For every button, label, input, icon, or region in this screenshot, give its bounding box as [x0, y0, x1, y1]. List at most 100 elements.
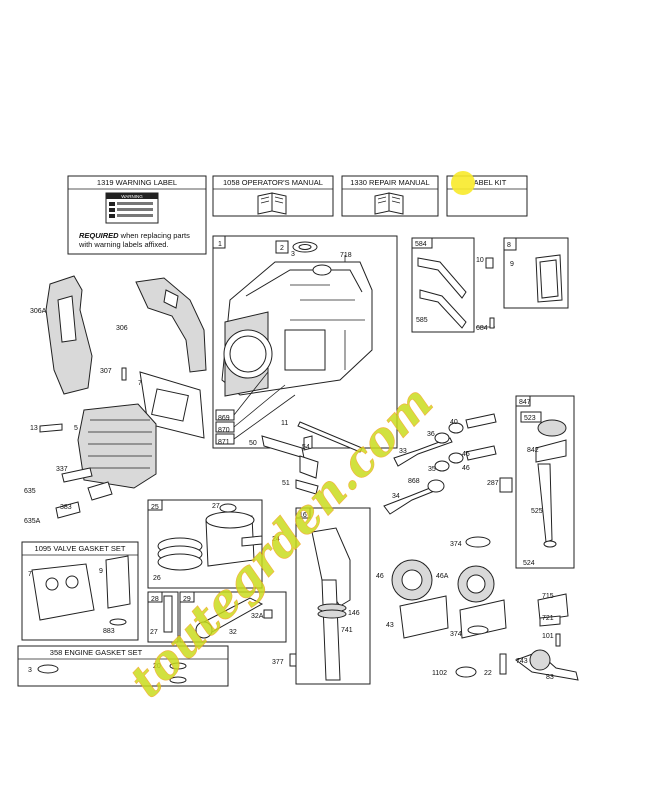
- callout: 20: [153, 663, 161, 670]
- required-bold: REQUIRED: [79, 231, 119, 240]
- callout: 306A: [30, 308, 47, 315]
- callout: 51: [282, 480, 290, 487]
- callout-labels: 1 2 3 718 584 585 684 10 8 9 306A 306 30…: [24, 241, 554, 681]
- callout: 1: [218, 241, 222, 248]
- operators-manual-title: 1058 OPERATOR'S MANUAL: [223, 178, 323, 187]
- callout: 842: [527, 447, 539, 454]
- callout: 29: [183, 596, 191, 603]
- callout: 1102: [432, 670, 447, 677]
- callout: 374: [450, 631, 462, 638]
- valve-gasket-set-title: 1095 VALVE GASKET SET: [35, 544, 126, 553]
- warning-sticker-heading: WARNING: [121, 194, 143, 199]
- callout: 871: [218, 439, 230, 446]
- callout: 525: [531, 508, 543, 515]
- callout: 684: [476, 325, 488, 332]
- callout: 28: [151, 596, 159, 603]
- valve-parts: [383, 413, 513, 515]
- callout: 635: [24, 488, 36, 495]
- callout: 715: [542, 593, 554, 600]
- oil-fill-box: [515, 395, 575, 569]
- callout: 8: [507, 242, 511, 249]
- callout: 585: [416, 317, 428, 324]
- callout: 743: [516, 658, 528, 665]
- valve-gasket-set-box: 1095 VALVE GASKET SET: [21, 541, 139, 641]
- gear-parts: [289, 536, 579, 681]
- callout: 146: [348, 610, 360, 617]
- callout: 34: [392, 493, 400, 500]
- callout: 287: [487, 480, 499, 487]
- book-icon: [257, 192, 287, 215]
- book-icon: [374, 192, 404, 215]
- callout: 306: [116, 325, 128, 332]
- callout: 2: [280, 245, 284, 252]
- pin-box: [147, 591, 287, 643]
- piston-box: [147, 499, 263, 589]
- callout: 16: [299, 512, 307, 519]
- callout: 524: [523, 560, 535, 567]
- callout: 40: [450, 419, 458, 426]
- callout: 43: [386, 622, 394, 629]
- callout: 36: [427, 431, 435, 438]
- callout: 101: [542, 633, 554, 640]
- warning-label-title: 1319 WARNING LABEL: [97, 178, 177, 187]
- cover-box: [485, 237, 569, 309]
- callout: 868: [408, 478, 420, 485]
- callout: 7: [28, 571, 32, 578]
- callout: 383: [60, 504, 72, 511]
- svg-text:REQUIRED when replacing parts: REQUIRED when replacing parts: [79, 231, 190, 240]
- callout: 869: [218, 415, 230, 422]
- callout: 35: [428, 466, 436, 473]
- crankshaft-box: [295, 507, 371, 685]
- callout: 46: [462, 465, 470, 472]
- callout: 870: [218, 427, 230, 434]
- callout: 27: [212, 503, 220, 510]
- cylinder-head-parts: [39, 403, 157, 519]
- repair-manual-title: 1330 REPAIR MANUAL: [350, 178, 429, 187]
- callout: 635A: [24, 518, 41, 525]
- pushrod-parts: [261, 421, 363, 495]
- callout: 46A: [436, 573, 449, 580]
- callout: 45: [462, 451, 470, 458]
- callout: 10: [476, 257, 484, 264]
- shroud-parts: [45, 275, 207, 439]
- callout: 741: [341, 627, 353, 634]
- engine-gasket-set-title: 358 ENGINE GASKET SET: [50, 648, 143, 657]
- required-text-2: with warning labels affixed.: [78, 240, 169, 249]
- callout: 377: [272, 659, 284, 666]
- callout: 721: [542, 615, 554, 622]
- callout: 847: [519, 399, 531, 406]
- operators-manual-box: 1058 OPERATOR'S MANUAL: [212, 175, 334, 217]
- warning-label-box: 1319 WARNING LABEL WARNING REQUIRED when…: [67, 175, 207, 255]
- engine-gasket-set-box: 358 ENGINE GASKET SET: [17, 645, 229, 687]
- callout: 337: [56, 466, 68, 473]
- callout: 3: [28, 667, 32, 674]
- callout: 9: [99, 568, 103, 575]
- callout: 83: [546, 674, 554, 681]
- callout: 32A: [251, 613, 264, 620]
- engine-block-group: [212, 235, 398, 449]
- callout: 523: [524, 415, 536, 422]
- callout: 307: [100, 368, 112, 375]
- callout: 883: [103, 628, 115, 635]
- callout: 25: [151, 504, 159, 511]
- breather-box: [411, 237, 495, 333]
- required-text-1: when replacing parts: [119, 231, 191, 240]
- repair-manual-box: 1330 REPAIR MANUAL: [341, 175, 439, 217]
- callout: 9: [510, 261, 514, 268]
- callout: 3: [291, 251, 295, 258]
- callout: 718: [340, 252, 352, 259]
- callout: 46: [376, 573, 384, 580]
- callout: 50: [249, 440, 257, 447]
- callout: 22: [484, 670, 492, 677]
- callout: 32: [229, 629, 237, 636]
- callout: 24: [272, 536, 280, 543]
- label-kit-title: ABEL KIT: [474, 178, 507, 187]
- highlight-dot: [451, 171, 475, 195]
- callout: 5: [74, 425, 78, 432]
- callout: 13: [30, 425, 38, 432]
- callout: 11: [281, 420, 288, 427]
- callout: 33: [399, 448, 407, 455]
- callout: 26: [153, 575, 161, 582]
- callout: 27: [150, 629, 158, 636]
